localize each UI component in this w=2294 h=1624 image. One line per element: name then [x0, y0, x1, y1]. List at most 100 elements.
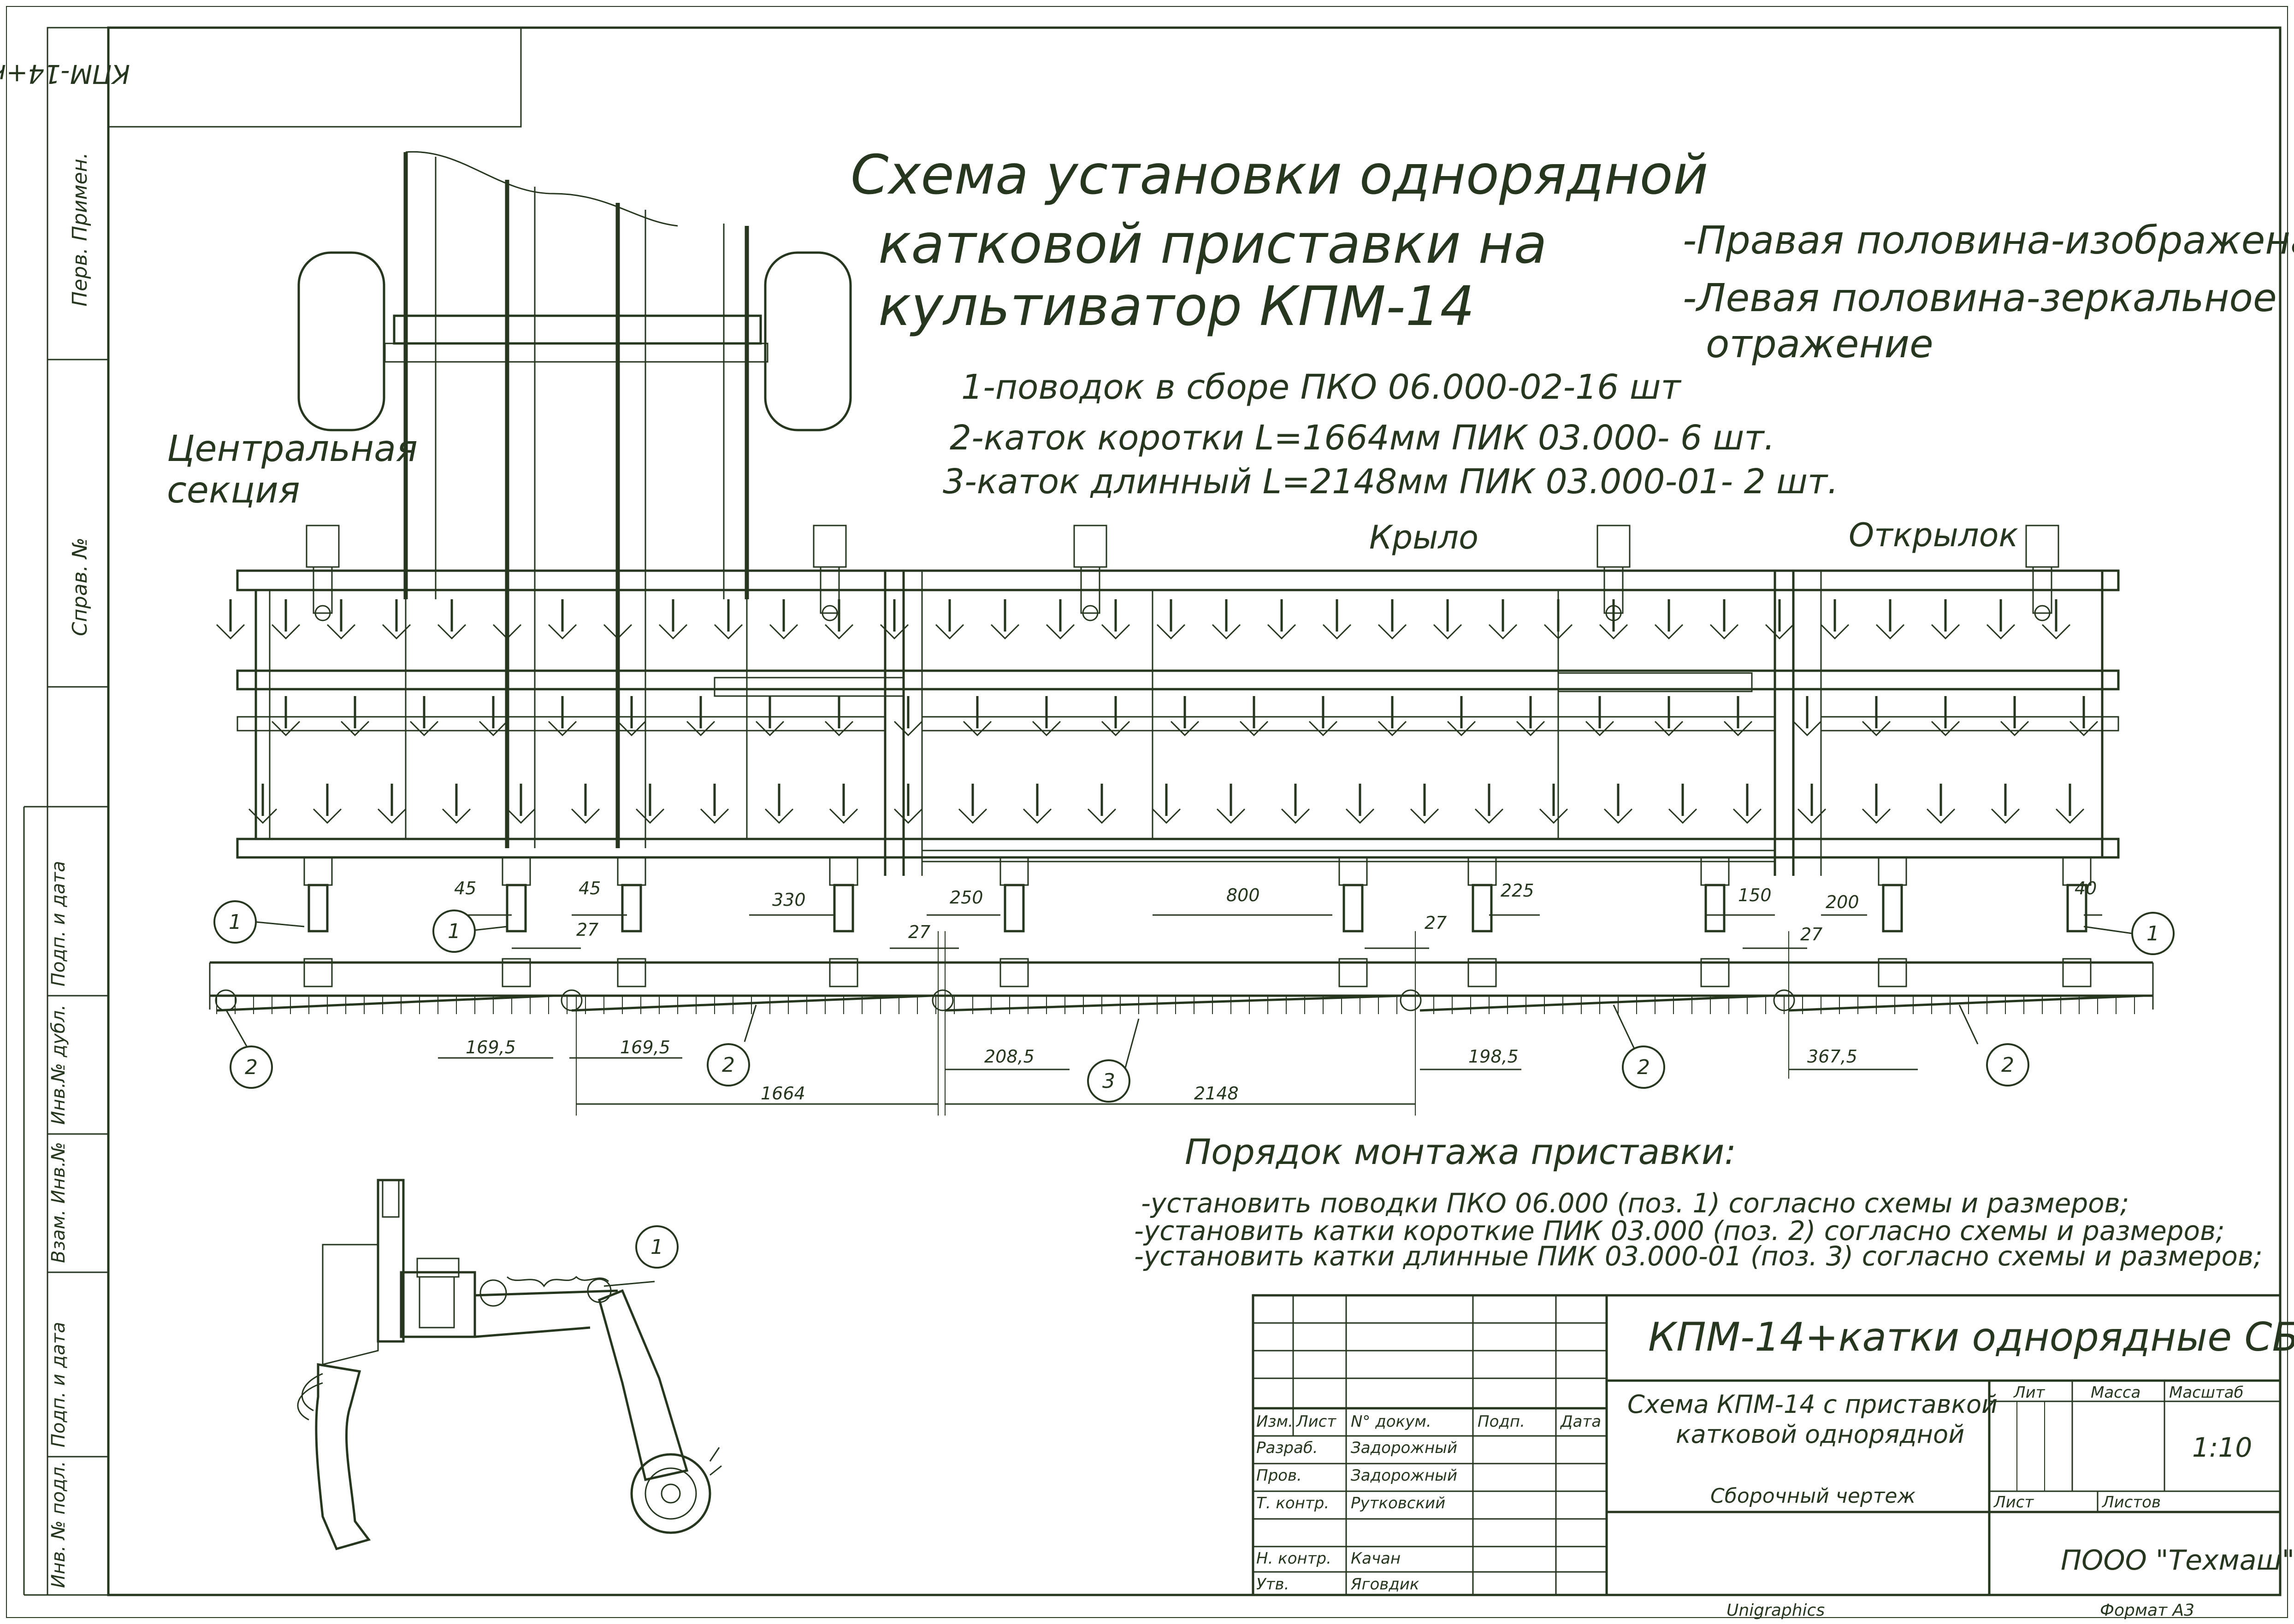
- dim-45-a: 45: [454, 878, 476, 898]
- assembly-step-1: -установить поводки ПКО 06.000 (поз. 1) …: [1141, 1187, 2129, 1219]
- mount-clamp: [1467, 958, 1497, 987]
- tb-lit-label: Лит: [2013, 1383, 2046, 1402]
- central-section-label-2: секция: [167, 470, 300, 511]
- tractor-hitch: [297, 151, 852, 848]
- tine-sweep: [340, 720, 370, 737]
- tine-sweep: [1378, 624, 1407, 640]
- dim-800: 800: [1226, 885, 1260, 905]
- tine-sweep: [248, 808, 278, 824]
- tb-name-line-2: катковой однорядной: [1676, 1420, 1964, 1449]
- tine-sweep: [313, 808, 342, 824]
- legend-item-1: 1-поводок в сборе ПКО 06.000-02-16 шт: [961, 367, 1682, 407]
- roller-bearing: [1400, 989, 1422, 1011]
- gearbox-bolt: [314, 605, 331, 621]
- tb-col-izm: Изм.: [1256, 1412, 1293, 1431]
- mount-clamp: [617, 958, 646, 987]
- dim-200: 200: [1826, 892, 1859, 912]
- mount-clamp: [502, 958, 531, 987]
- tine-sweep: [635, 808, 665, 824]
- mount-spring: [1472, 884, 1493, 933]
- tine-sweep: [1603, 808, 1633, 824]
- tb-role-razrab: Разраб.: [1256, 1439, 1318, 1457]
- tine-sweep: [1216, 808, 1246, 824]
- tine-sweep: [1862, 720, 1891, 737]
- gearbox-bolt: [2034, 605, 2051, 621]
- callout-bubbles: 1 1 1 2 2 3 2 2 1: [213, 900, 2175, 1269]
- tine-sweep: [686, 720, 715, 737]
- tine-sweep: [764, 808, 794, 824]
- tine-sweep: [1447, 720, 1476, 737]
- title-block-text: КПМ-14+катки однорядные СБ Схема КПМ-14 …: [1256, 1314, 2294, 1594]
- assembly-heading: Порядок монтажа приставки:: [1185, 1131, 1736, 1172]
- tine-sweep: [1267, 624, 1296, 640]
- tb-sheets-label: Листов: [2101, 1493, 2161, 1512]
- tine-sweep: [1732, 808, 1762, 824]
- central-section-label-1: Центральная: [167, 428, 418, 470]
- dim-330: 330: [772, 890, 806, 910]
- gearbox-bolt: [822, 605, 838, 621]
- assembly-order: Порядок монтажа приставки: -установить п…: [1134, 1131, 2263, 1272]
- tb-name-prov: Задорожный: [1351, 1466, 1457, 1485]
- tine-sweep: [714, 624, 743, 640]
- mount-clamp: [303, 958, 333, 987]
- rollers: [209, 961, 2154, 1012]
- tine-sweep: [1654, 624, 1684, 640]
- callout-1-right: 1: [2146, 922, 2159, 945]
- mount-spring: [307, 884, 329, 933]
- dim-27-b: 27: [908, 922, 930, 942]
- callout-2-a: 2: [245, 1056, 258, 1079]
- tine-sweep: [492, 624, 522, 640]
- title-block-grid: [1252, 1294, 2282, 1596]
- footer-cad: Unigraphics: [1726, 1601, 1825, 1620]
- wing-label: Крыло: [1369, 519, 1478, 556]
- drawing-frame: [6, 6, 2288, 1618]
- tine-sweep: [479, 720, 508, 737]
- tine-sweep: [1345, 808, 1375, 824]
- dim-169-5-b: 169,5: [620, 1037, 670, 1057]
- side-label-podp-data-1: Подп. и дата: [48, 861, 69, 986]
- legend-item-3: 3-каток длинный L=2148мм ПИК 03.000-01- …: [943, 462, 1839, 502]
- assembly-step-3: -установить катки длинные ПИК 03.000-01 …: [1134, 1240, 2263, 1272]
- mount-clamp: [1338, 958, 1368, 987]
- tine-sweep: [1543, 624, 1573, 640]
- dimension-labels: 45 45 330 250 800 225 150 200 40 27 27 2…: [454, 878, 2097, 1104]
- tine-sweep: [658, 624, 688, 640]
- dim-40: 40: [2075, 878, 2097, 898]
- tine-sweep: [1046, 624, 1075, 640]
- tine-sweep: [1281, 808, 1310, 824]
- tine-sweep: [548, 624, 577, 640]
- side-label-perv-primen: Перв. Примен.: [68, 152, 92, 307]
- tine-sweep: [963, 720, 992, 737]
- tb-scale-value: 1:10: [2192, 1432, 2252, 1463]
- tine-sweep: [548, 720, 577, 737]
- tine-sweep: [2041, 624, 2071, 640]
- gearbox-shaft: [313, 566, 333, 614]
- tine-sweep: [1991, 808, 2020, 824]
- tine-sweep: [437, 624, 467, 640]
- tine-sweep: [893, 720, 923, 737]
- tine-sweep: [1931, 624, 1960, 640]
- tb-sheet-label: Лист: [1993, 1493, 2034, 1512]
- tine-sweep: [1087, 808, 1117, 824]
- tine-sweep: [2069, 720, 2099, 737]
- footer: Unigraphics Формат А3: [1726, 1601, 2194, 1620]
- tine-sweep: [958, 808, 987, 824]
- tine-sweep: [1170, 720, 1200, 737]
- tine-sweep: [1239, 720, 1269, 737]
- callout-2-b: 2: [722, 1053, 735, 1077]
- tb-mass-label: Масса: [2091, 1383, 2140, 1402]
- tine-sweep: [1488, 624, 1518, 640]
- callout-2-d: 2: [2001, 1053, 2014, 1077]
- parts-legend: 1-поводок в сборе ПКО 06.000-02-16 шт 2-…: [943, 367, 1839, 502]
- tine-sweep: [755, 720, 785, 737]
- dim-208-5: 208,5: [984, 1046, 1035, 1067]
- footer-format: Формат А3: [2100, 1601, 2194, 1620]
- tine-sweep: [1862, 808, 1891, 824]
- tine-sweep: [1023, 808, 1052, 824]
- tine-sweep: [1378, 720, 1407, 737]
- tine-sweep: [409, 720, 439, 737]
- side-label-sprav-no: Справ. №: [68, 537, 92, 636]
- tb-name-razrab: Задорожный: [1351, 1439, 1457, 1457]
- notes-right: -Правая половина-изображена -Левая полов…: [1683, 218, 2294, 366]
- mount-spring: [2066, 884, 2087, 933]
